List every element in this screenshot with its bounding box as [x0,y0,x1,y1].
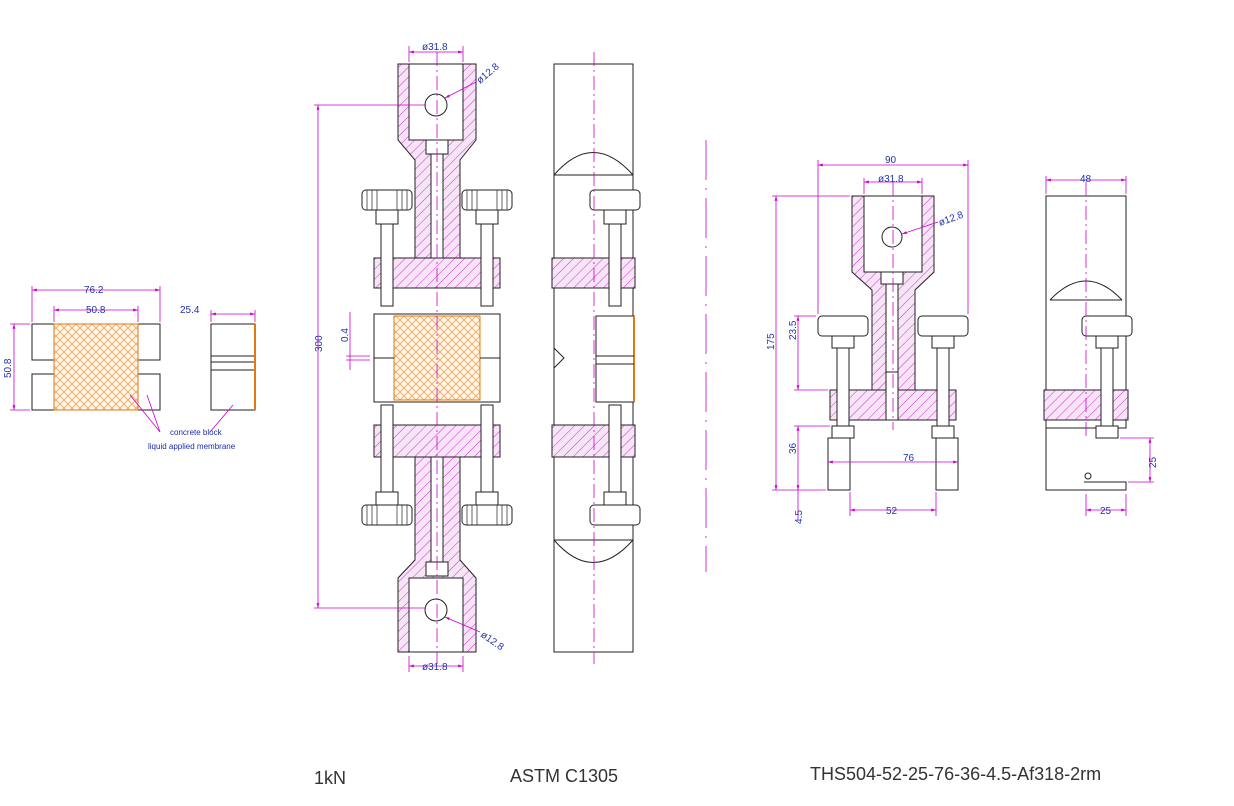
front-view: ø31.8 ø12.8 ø31.8 ø12.8 300 0.4 [314,42,513,673]
dim-clamp-height: 175 [766,333,777,350]
dim-clamp-inner: 52 [886,506,898,517]
caption-standard: ASTM C1305 [510,766,618,786]
side-clamp-dimensions [1045,176,1154,516]
specimen-front [31,323,161,411]
dim-specimen-overall: 76.2 [84,285,104,296]
dim-specimen-height: 50.8 [3,358,14,378]
dim-front-bottom-pin: ø12.8 [478,629,506,653]
specimen-view: 76.2 50.8 25.4 50.8 concrete block liqui… [3,285,256,451]
specimen-dimensions [10,286,256,433]
dim-front-top-dia: ø31.8 [422,42,448,53]
side-view [551,52,707,664]
dim-clamp-grip: 36 [788,442,799,454]
specimen-side [210,323,256,411]
front-knobs [361,189,513,526]
dim-clamp-pin: ø12.8 [937,210,965,229]
dim-side-clamp-foot-width: 25 [1100,506,1112,517]
caption-model: THS504-52-25-76-36-4.5-Af318-2rm [810,764,1101,784]
label-concrete-block: concrete block [170,428,223,437]
clamp-view: 90 ø31.8 ø12.8 175 23.5 36 4.5 76 52 [766,155,969,524]
dim-front-bottom-dia: ø31.8 [422,662,448,673]
dim-front-gap: 0.4 [340,328,351,342]
bottom-pin-hole [424,598,448,622]
dim-clamp-dia: ø31.8 [878,174,904,185]
dim-front-length: 300 [314,335,325,352]
dim-specimen-block: 50.8 [86,305,106,316]
dim-front-top-pin: ø12.8 [475,61,502,86]
dim-specimen-side: 25.4 [180,305,200,316]
dim-clamp-top-offset: 23.5 [788,320,799,340]
top-pin-hole [424,93,448,117]
front-dimensions [314,46,481,672]
caption-load: 1kN [314,768,346,788]
dim-side-clamp-width: 48 [1080,174,1092,185]
side-clamp-view: 48 25 25 [1043,174,1159,517]
dim-clamp-base: 4.5 [794,510,805,524]
dim-side-clamp-foot-height: 25 [1148,456,1159,468]
clamp-dimensions [772,160,969,520]
concrete-block-hatch [53,323,139,411]
label-membrane: liquid applied membrane [148,442,236,451]
dim-clamp-width: 90 [885,155,897,166]
dim-clamp-span: 76 [903,453,915,464]
